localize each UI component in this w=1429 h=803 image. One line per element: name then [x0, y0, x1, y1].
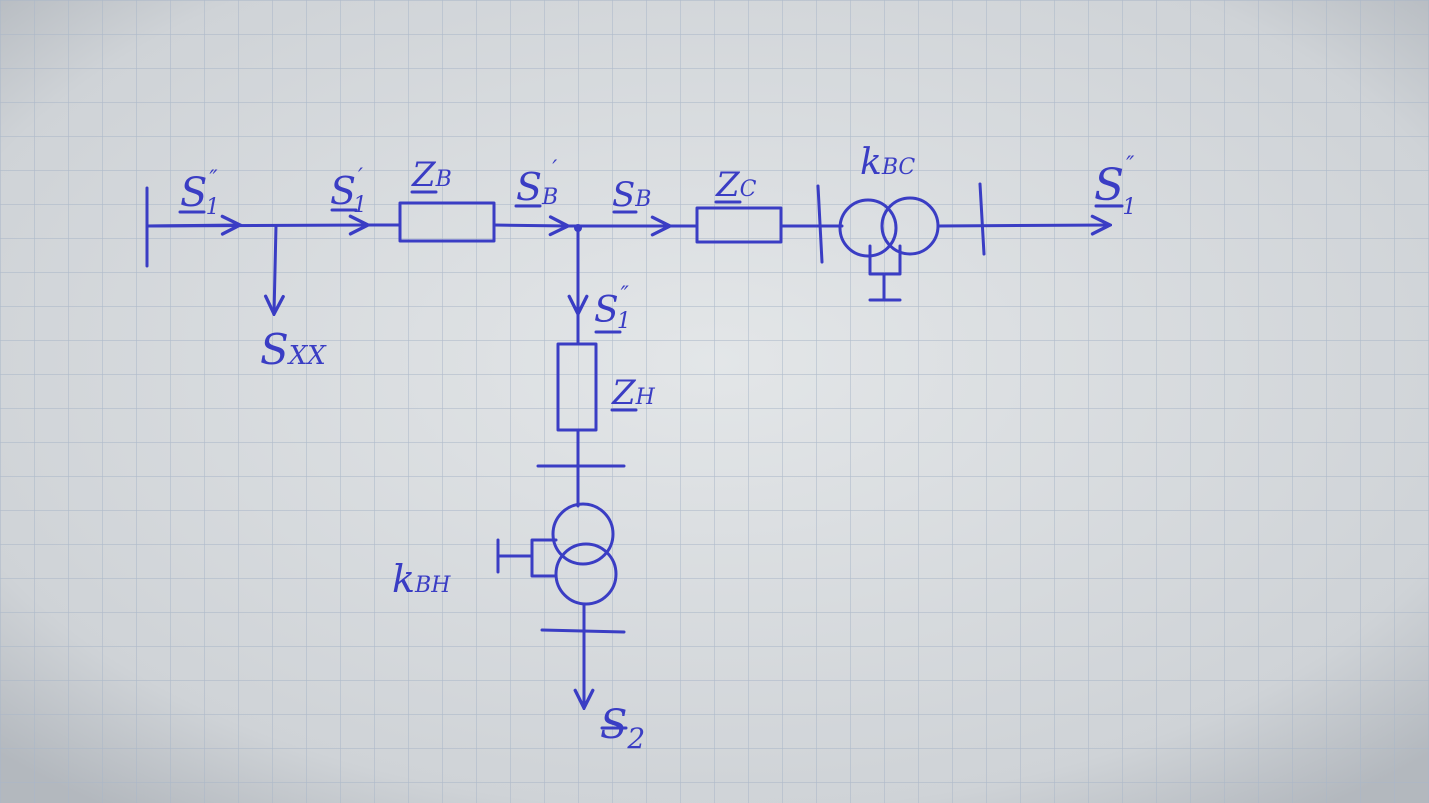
- label-zn: ZH: [610, 373, 656, 413]
- label-sxx: SXX: [260, 325, 327, 374]
- label-si-branch: S″1: [594, 283, 631, 334]
- svg-text:SXX: SXX: [260, 325, 327, 374]
- svg-text:SB′: SB′: [516, 157, 558, 210]
- svg-text:S″1: S″1: [1094, 153, 1136, 220]
- label-s2: S2: [600, 702, 645, 755]
- label-kvn: kBH: [392, 557, 451, 601]
- transformer-kvc-regulator: [868, 244, 902, 302]
- label-s1-prime: S′1: [330, 165, 367, 218]
- svg-text:ZC: ZC: [715, 165, 757, 205]
- sxx-branch-line: [274, 224, 276, 314]
- label-zc: ZC: [714, 165, 757, 205]
- svg-text:kBH: kBH: [392, 557, 451, 601]
- main-line-segment-7: [936, 225, 1110, 226]
- svg-text:ZB: ZB: [411, 155, 452, 195]
- svg-text:S″1: S″1: [594, 283, 631, 334]
- svg-text:ZH: ZH: [611, 373, 656, 413]
- label-zv: ZB: [410, 155, 452, 195]
- svg-text:kBC: kBC: [860, 142, 915, 183]
- label-s1-in: S″1: [178, 167, 220, 220]
- label-s1-out: S″1: [1094, 153, 1136, 220]
- main-line-segment-1b: [145, 225, 240, 226]
- svg-text:S″1: S″1: [180, 167, 220, 220]
- label-sv: SB: [612, 175, 651, 215]
- impedance-zv: [398, 201, 496, 243]
- bus-after-kvn: [540, 628, 626, 634]
- label-kvc: kBC: [860, 142, 915, 183]
- transformer-kvn-winding-2: [554, 542, 618, 606]
- label-sv-prime: SB′: [514, 157, 558, 210]
- main-line-segment-3: [492, 225, 568, 226]
- transformer-kvn-winding-1: [551, 502, 615, 566]
- svg-text:S2: S2: [600, 702, 645, 755]
- svg-text:S′1: S′1: [330, 165, 367, 218]
- transformer-kvc-winding-1: [838, 198, 898, 258]
- svg-text:SB: SB: [612, 175, 651, 215]
- transformer-kvn-regulator: [496, 538, 558, 578]
- bus-before-kvc: [816, 184, 824, 264]
- bus-after-kvc: [978, 182, 986, 256]
